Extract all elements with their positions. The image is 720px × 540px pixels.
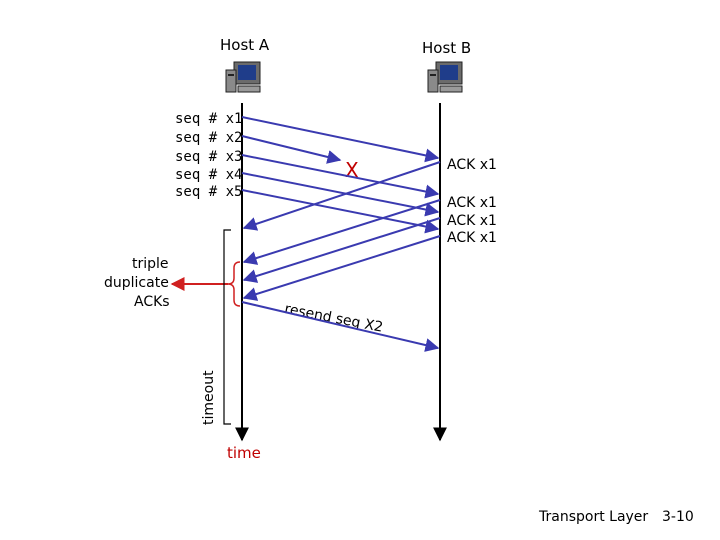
ack-label-3: ACK x1 — [447, 213, 497, 229]
ack-arrow-1 — [242, 161, 441, 231]
ack-label-4: ACK x1 — [447, 230, 497, 246]
segment-arrow-4 — [241, 172, 440, 217]
triple-dup-line-2: duplicate — [104, 275, 169, 291]
triple-dup-line-1: triple — [132, 256, 169, 272]
segment-arrow-5 — [241, 189, 440, 234]
host-b-label: Host B — [422, 39, 472, 57]
ack-label-2: ACK x1 — [447, 195, 497, 211]
triple-dup-line-3: ACKs — [134, 294, 170, 310]
ack-label-1: ACK x1 — [447, 157, 497, 173]
lost-packet-mark: X — [345, 158, 359, 182]
seq-label-2: seq # x2 — [175, 130, 243, 146]
footer-course: Transport Layer — [539, 509, 649, 525]
triple-dup-brace — [227, 261, 241, 307]
ack-arrow-3 — [242, 217, 441, 283]
segment-arrow-3 — [241, 154, 440, 199]
host-a-label: Host A — [220, 36, 270, 54]
seq-label-4: seq # x4 — [175, 167, 243, 183]
seq-label-1: seq # x1 — [175, 111, 243, 127]
footer-slide: 3-10 — [662, 509, 694, 525]
ack-arrow-2 — [242, 199, 441, 265]
resend-arrow — [241, 301, 440, 352]
segment-arrow-2-lost — [241, 135, 342, 164]
seq-label-3: seq # x3 — [175, 149, 243, 165]
timeout-bracket — [223, 229, 231, 425]
ack-arrow-4 — [242, 235, 441, 301]
host-b-computer-icon — [427, 61, 463, 93]
host-a-computer-icon — [225, 61, 261, 93]
seq-label-5: seq # x5 — [175, 184, 243, 200]
time-label: time — [227, 444, 261, 462]
segment-arrow-1 — [241, 116, 440, 163]
